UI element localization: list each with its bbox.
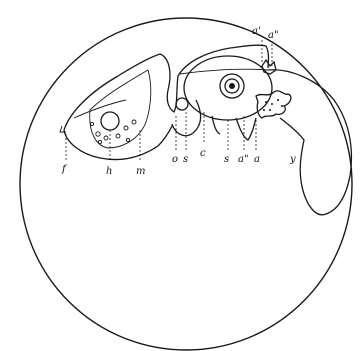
label-s-left: s <box>183 154 188 165</box>
label-o: o <box>172 154 178 165</box>
label-y: y <box>289 154 296 165</box>
egg-membrane <box>20 18 352 350</box>
ring-organ-inner <box>229 83 235 89</box>
label-m: m <box>136 166 145 177</box>
label-s-right: s <box>224 154 229 165</box>
label-f: f <box>61 164 68 175</box>
label-a: a <box>254 154 260 165</box>
ventral-projection <box>236 118 256 140</box>
body-axis <box>180 69 268 74</box>
large-ring <box>184 56 272 120</box>
embryo-lower-contour <box>64 126 172 160</box>
label-a-double-prime-top: a" <box>268 30 279 41</box>
eye <box>101 112 119 130</box>
label-c: c <box>200 148 206 159</box>
otocyst <box>176 98 188 110</box>
pigment-spots <box>90 120 136 144</box>
embryo-head-outline <box>64 45 269 130</box>
leader-lines <box>66 40 272 162</box>
label-a-prime: a' <box>252 26 261 37</box>
label-a-double-prime-bottom: a" <box>238 154 249 165</box>
label-h: h <box>106 166 112 177</box>
lobes <box>262 60 276 74</box>
gill-fringe <box>256 91 291 118</box>
